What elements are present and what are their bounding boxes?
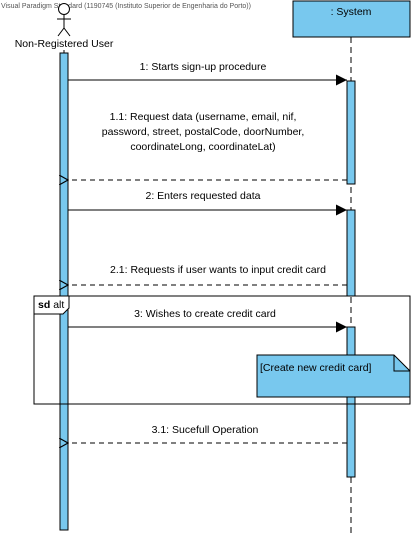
- message-1: 1: Starts sign-up procedure: [68, 61, 347, 86]
- message-label: 1: Starts sign-up procedure: [140, 61, 267, 73]
- fragment-frame: [33, 295, 411, 405]
- watermark-text: Visual Paradigm Standard (1190745 (Insti…: [1, 3, 251, 10]
- message-label: 2: Enters requested data: [146, 190, 261, 202]
- system-name: : System: [331, 6, 372, 18]
- actor-non-registered-user: Non-Registered User: [15, 3, 114, 50]
- message-label: 3: Wishes to create credit card: [134, 308, 276, 320]
- message-label: 2.1: Requests if user wants to input cre…: [110, 264, 326, 276]
- message-label: 3.1: Sucefull Operation: [152, 424, 259, 436]
- system-header-box: [292, 0, 411, 38]
- fragment-operator-tab: [33, 295, 70, 315]
- message-3: 3: Wishes to create credit card: [68, 308, 347, 333]
- message-2-1: 2.1: Requests if user wants to input cre…: [68, 264, 347, 285]
- message-1-1: 1.1: Request data (username, email, nif,…: [68, 111, 347, 180]
- note-text: [Create new credit card]: [260, 362, 372, 374]
- message-2: 2: Enters requested data: [68, 190, 347, 216]
- fragment-operator-label: sd alt: [38, 299, 64, 311]
- message-3-1: 3.1: Sucefull Operation: [68, 424, 347, 443]
- user-activation-bar: [59, 52, 69, 531]
- note-fold: [393, 355, 410, 372]
- actor-name: Non-Registered User: [15, 38, 114, 50]
- actor-icon: [57, 3, 71, 37]
- message-label-line-3: coordinateLong, coordinateLat): [130, 141, 275, 153]
- system-activation-3: [346, 326, 356, 478]
- note-box: [256, 354, 411, 398]
- guard-note: [Create new credit card]: [256, 354, 411, 398]
- message-label-line-1: 1.1: Request data (username, email, nif,: [110, 111, 297, 123]
- system-object: : System: [292, 0, 411, 38]
- alt-fragment: sd alt: [33, 295, 411, 405]
- message-label-line-2: password, street, postalCode, doorNumber…: [102, 126, 305, 138]
- system-activation-2: [346, 209, 356, 297]
- system-activation-1: [346, 80, 356, 185]
